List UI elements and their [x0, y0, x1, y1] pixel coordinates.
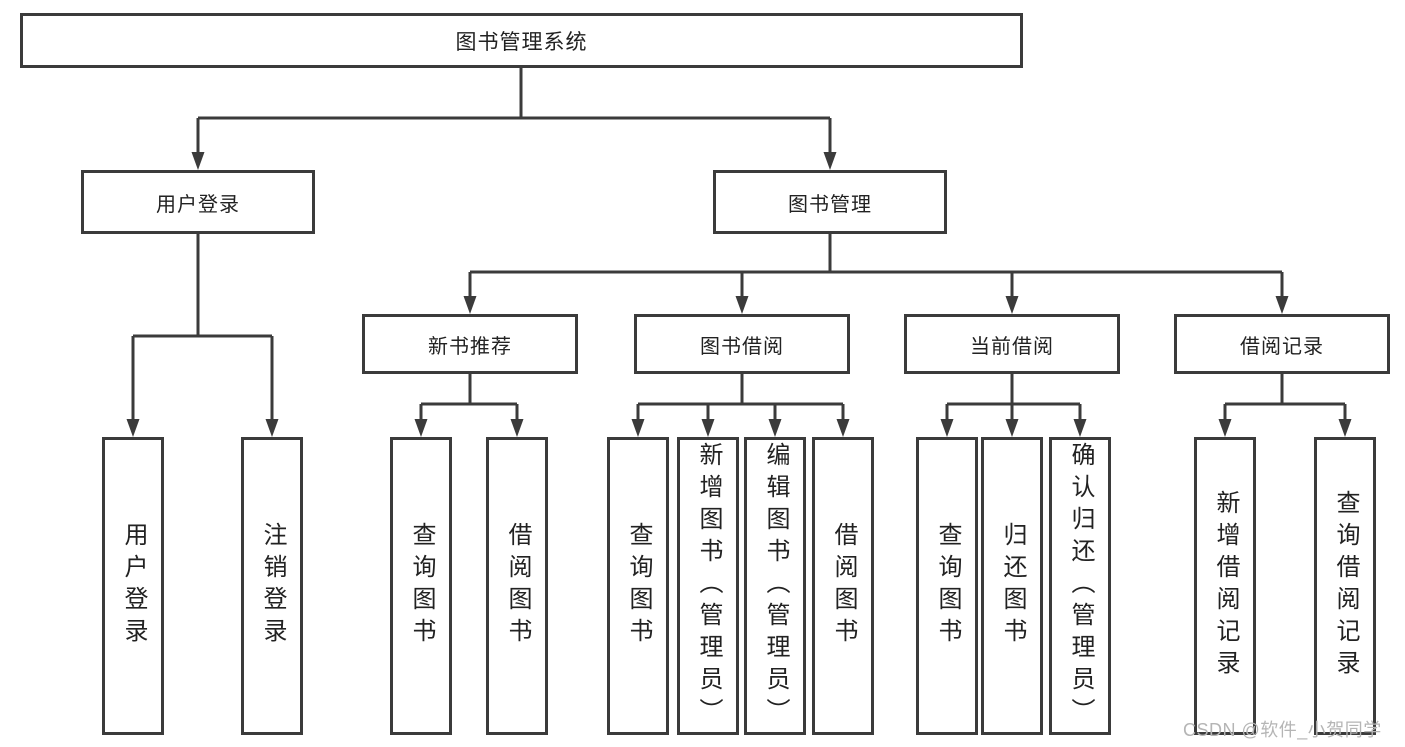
leaf-edit-books-admin: 编辑图书（管理员）	[744, 437, 806, 735]
connector-newbook-to-leaves	[419, 374, 519, 421]
csdn-watermark: CSDN @软件_小贺同学	[1183, 720, 1382, 740]
arrowheads	[126, 152, 1352, 437]
arrow-down-icon	[631, 419, 645, 437]
leaf-borrow-books-newbook: 借阅图书	[486, 437, 548, 735]
leaf-user-login: 用户登录	[102, 437, 164, 735]
leaf-logout: 注销登录	[241, 437, 303, 735]
arrow-down-icon	[126, 419, 140, 437]
leaf-confirm-return-admin: 确认归还（管理员）	[1049, 437, 1111, 735]
leaf-query-books-newbook: 查询图书	[390, 437, 452, 735]
connector-userlogin-to-leaves	[131, 234, 274, 421]
leaf-label: 查询图书	[625, 522, 652, 650]
arrow-down-icon	[1005, 296, 1019, 314]
leaf-add-books-admin: 新增图书（管理员）	[677, 437, 739, 735]
arrow-down-icon	[463, 296, 477, 314]
leaf-label: 确认归还（管理员）	[1067, 442, 1094, 730]
arrow-down-icon	[1218, 419, 1232, 437]
leaf-query-books-current: 查询图书	[916, 437, 978, 735]
leaf-query-borrow-record: 查询借阅记录	[1314, 437, 1376, 735]
node-label: 图书借阅	[700, 335, 784, 358]
arrow-down-icon	[1005, 419, 1019, 437]
node-root-system: 图书管理系统	[20, 13, 1023, 68]
connector-root-to-level2	[196, 68, 832, 154]
leaf-add-borrow-record: 新增借阅记录	[1194, 437, 1256, 735]
arrow-down-icon	[701, 419, 715, 437]
leaf-label: 借阅图书	[830, 522, 857, 650]
node-current-borrow: 当前借阅	[904, 314, 1120, 374]
arrow-down-icon	[510, 419, 524, 437]
arrow-down-icon	[735, 296, 749, 314]
leaf-label: 用户登录	[120, 522, 147, 650]
connector-bookborrow-to-leaves	[636, 374, 845, 421]
node-label: 图书管理	[788, 193, 872, 216]
arrow-down-icon	[1275, 296, 1289, 314]
leaf-return-books: 归还图书	[981, 437, 1043, 735]
node-label: 当前借阅	[970, 335, 1054, 358]
connector-currentborrow-to-leaves	[945, 374, 1082, 421]
leaf-label: 归还图书	[999, 522, 1026, 650]
leaf-label: 注销登录	[259, 522, 286, 650]
node-user-login-branch: 用户登录	[81, 170, 315, 234]
arrow-down-icon	[265, 419, 279, 437]
arrow-down-icon	[940, 419, 954, 437]
node-new-book-recommend: 新书推荐	[362, 314, 578, 374]
node-label: 借阅记录	[1240, 335, 1324, 358]
arrow-down-icon	[836, 419, 850, 437]
node-label: 图书管理系统	[455, 30, 588, 54]
leaf-label: 查询图书	[934, 522, 961, 650]
arrow-down-icon	[1073, 419, 1087, 437]
arrow-down-icon	[823, 152, 837, 170]
node-label: 新书推荐	[428, 335, 512, 358]
leaf-borrow-books: 借阅图书	[812, 437, 874, 735]
leaf-label: 借阅图书	[504, 522, 531, 650]
arrow-down-icon	[1338, 419, 1352, 437]
leaf-label: 查询图书	[408, 522, 435, 650]
leaf-label: 新增图书（管理员）	[695, 442, 722, 730]
leaf-query-books-borrow: 查询图书	[607, 437, 669, 735]
arrow-down-icon	[191, 152, 205, 170]
leaf-label: 编辑图书（管理员）	[762, 442, 789, 730]
leaf-label: 新增借阅记录	[1212, 490, 1239, 682]
node-label: 用户登录	[156, 193, 240, 216]
arrow-down-icon	[414, 419, 428, 437]
node-book-borrow: 图书借阅	[634, 314, 850, 374]
node-borrow-records: 借阅记录	[1174, 314, 1390, 374]
connector-borrowrecords-to-leaves	[1223, 374, 1347, 421]
connector-bookmgmt-to-level3	[468, 234, 1284, 298]
arrow-down-icon	[768, 419, 782, 437]
node-book-management-branch: 图书管理	[713, 170, 947, 234]
leaf-label: 查询借阅记录	[1332, 490, 1359, 682]
